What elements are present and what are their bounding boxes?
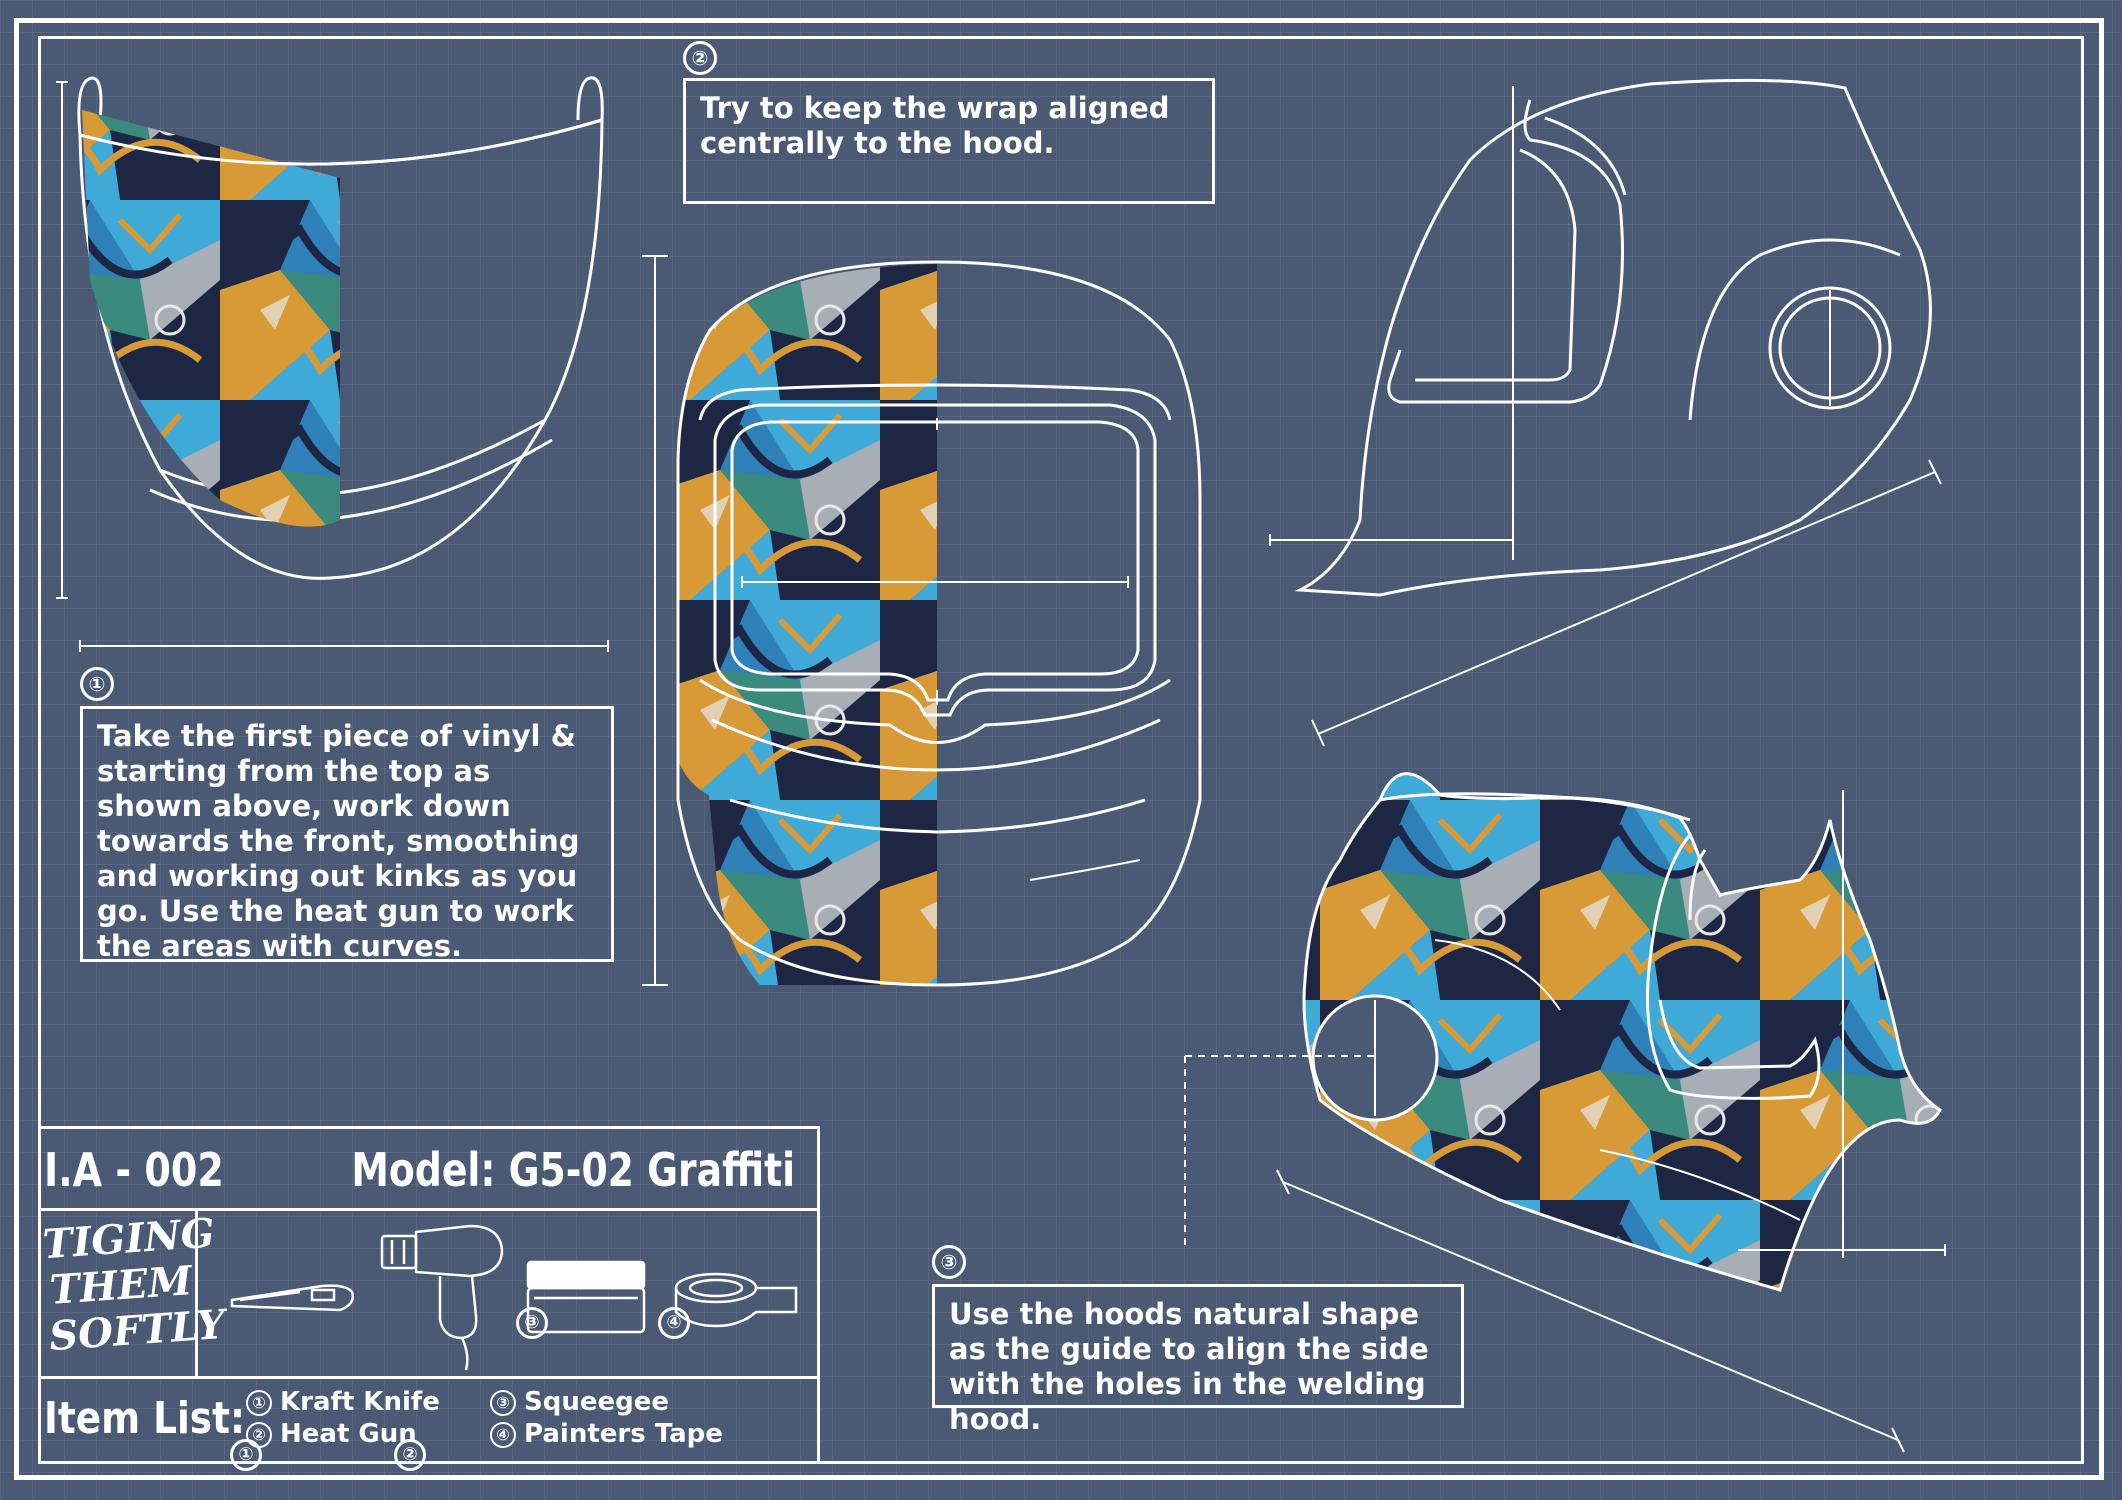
tool-2-number: ② xyxy=(394,1439,426,1471)
drawing-code: I.A - 002 xyxy=(44,1143,224,1197)
tools-row: TIGING THEM SOFTLY ① ② ③ ④ xyxy=(38,1209,817,1471)
step-2-badge: ② xyxy=(683,41,717,75)
front-graffiti-lower xyxy=(700,700,937,985)
heat-gun-drawing xyxy=(380,1224,504,1371)
brand-logo-text: TIGING THEM SOFTLY xyxy=(41,1209,227,1361)
inner-border xyxy=(38,36,2084,1464)
step-3-instruction: Use the hoods natural shape as the guide… xyxy=(932,1284,1464,1436)
front-view-helmet xyxy=(676,260,1202,987)
step-1-instruction: Take the first piece of vinyl & starting… xyxy=(80,706,614,963)
step-3-badge: ③ xyxy=(932,1245,966,1279)
title-block: I.A - 002 Model: G5-02 Graffiti TIGING T… xyxy=(38,1126,820,1471)
tool-1-number: ① xyxy=(230,1439,262,1471)
tool-4-number: ④ xyxy=(658,1307,690,1339)
model-name: Model: G5-02 Graffiti xyxy=(351,1143,795,1197)
tool-3-number: ③ xyxy=(516,1307,548,1339)
outer-border xyxy=(14,18,2104,1480)
side-view-graffiti-helmet xyxy=(1311,792,1821,1221)
step-2-instruction: Try to keep the wrap aligned centrally t… xyxy=(683,78,1215,204)
item-list-label: Item List: xyxy=(44,1393,245,1444)
brand-logo: TIGING THEM SOFTLY xyxy=(38,1209,227,1376)
dimension-lines-side xyxy=(1269,459,1942,747)
kraft-knife-drawing xyxy=(230,1284,354,1312)
squeegee-drawing xyxy=(526,1260,646,1334)
visor-top-outline-over xyxy=(79,118,603,166)
dimension-lines-visor xyxy=(56,81,609,652)
dimension-lines-side-bottom xyxy=(1184,790,1946,1453)
step-1-badge: ① xyxy=(80,667,114,701)
visor-top-graffiti xyxy=(82,110,340,527)
dimension-line-front xyxy=(642,255,668,986)
title-block-header: I.A - 002 Model: G5-02 Graffiti xyxy=(38,1129,817,1211)
side-view-outline xyxy=(1294,78,1932,597)
